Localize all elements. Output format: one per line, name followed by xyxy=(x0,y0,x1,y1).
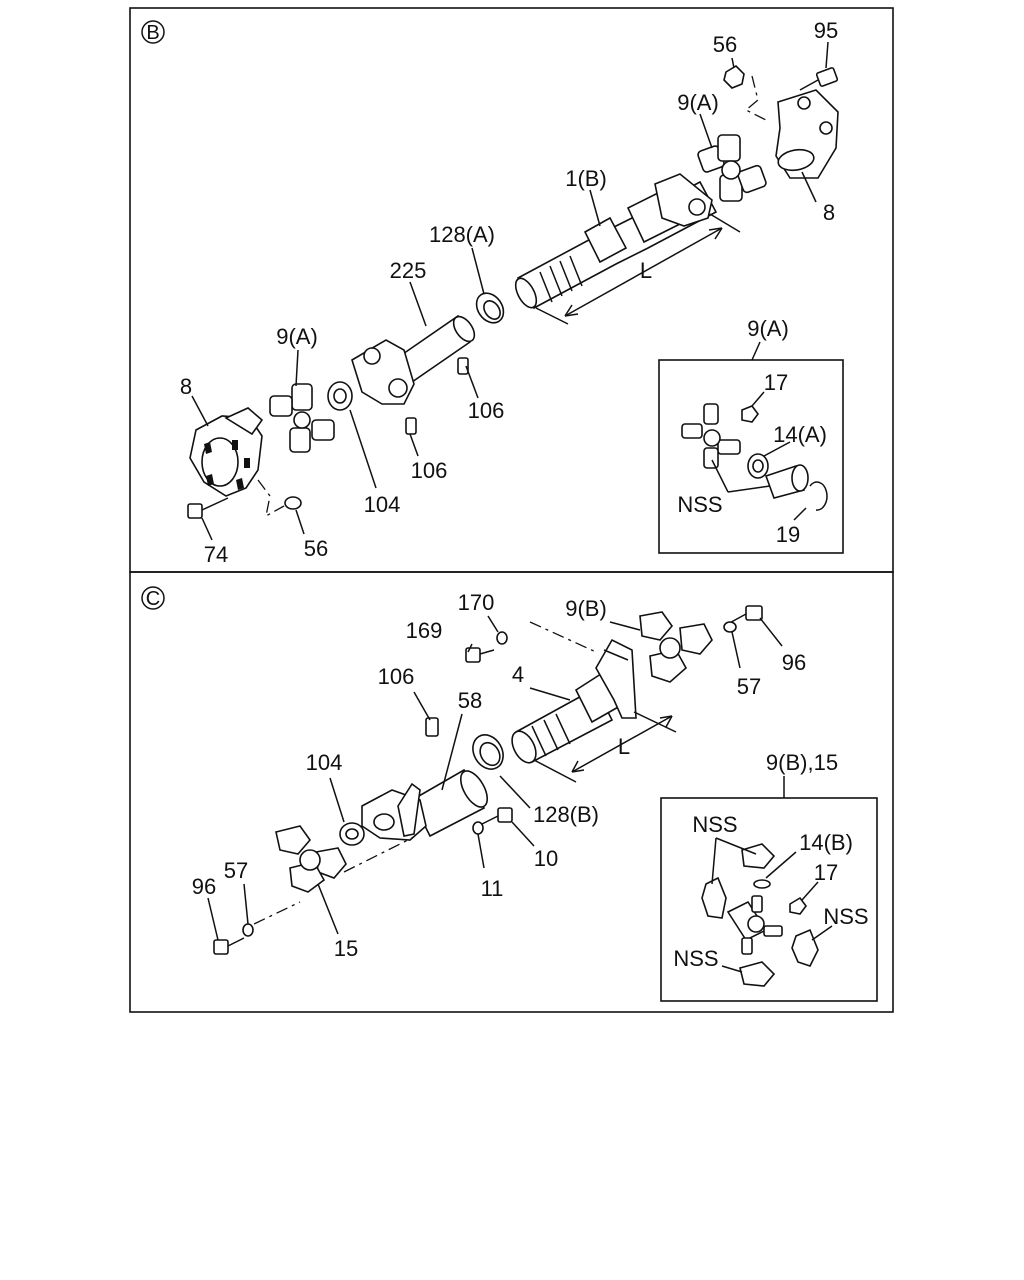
label-104-b: 104 xyxy=(364,492,401,517)
inset-cap-nss-right xyxy=(791,928,819,967)
label-nss-inset-c-top: NSS xyxy=(692,812,737,837)
label-106-lower: 106 xyxy=(411,458,448,483)
label-17-inset: 17 xyxy=(764,370,788,395)
bolt-96-bottom xyxy=(213,937,245,955)
inset-snap-ring-19 xyxy=(809,481,828,511)
label-l-c: L xyxy=(618,734,630,759)
flange-yoke-8-left xyxy=(189,407,264,497)
inset-fitting-17 xyxy=(741,405,759,423)
label-9a-top: 9(A) xyxy=(677,90,719,115)
label-96-top: 96 xyxy=(782,650,806,675)
inset-9a-frame xyxy=(658,359,844,554)
label-14b-inset: 14(B) xyxy=(799,830,853,855)
label-9a-left: 9(A) xyxy=(276,324,318,349)
bearing-cap-104-b xyxy=(327,381,353,411)
inset-seal-14a xyxy=(747,453,769,479)
label-56-bottom: 56 xyxy=(304,536,328,561)
inset-9a-cross xyxy=(681,403,741,469)
tube-shaft-1b xyxy=(514,173,718,310)
washer-57-top xyxy=(723,621,737,633)
label-57-bottom: 57 xyxy=(224,858,248,883)
dimension-l-b xyxy=(535,213,741,325)
label-8-top: 8 xyxy=(823,200,835,225)
section-b-marker-text: B xyxy=(146,22,159,44)
label-58: 58 xyxy=(458,688,482,713)
section-c-marker-text: C xyxy=(146,588,160,610)
label-96-bottom: 96 xyxy=(192,874,216,899)
label-106-c: 106 xyxy=(378,664,415,689)
washer-11 xyxy=(472,821,484,835)
inset-fitting-17-c xyxy=(789,896,807,915)
inset-cap-nss-top xyxy=(741,843,776,869)
slip-shaft-4 xyxy=(511,638,637,764)
label-15: 15 xyxy=(334,936,358,961)
bearing-cap-104-c xyxy=(339,822,365,846)
inset-bearing-cup xyxy=(764,464,809,499)
sleeve-yoke-225 xyxy=(351,314,476,405)
label-74: 74 xyxy=(204,542,228,567)
bolt-10 xyxy=(481,807,513,825)
label-170: 170 xyxy=(458,590,495,615)
label-225: 225 xyxy=(390,258,427,283)
label-10: 10 xyxy=(534,846,558,871)
seal-ring-128a xyxy=(475,292,505,324)
label-9b-top: 9(B) xyxy=(565,596,607,621)
inset-cap-nss-bottom xyxy=(739,961,776,987)
dimension-l-c xyxy=(533,711,677,783)
universal-joint-cross-9a-top xyxy=(697,134,767,202)
label-104-c: 104 xyxy=(306,750,343,775)
inset-cap-nss-left xyxy=(701,876,727,919)
nut-56-top xyxy=(723,64,745,89)
nut-56-bottom xyxy=(284,496,302,510)
label-19-inset: 19 xyxy=(776,522,800,547)
section-b-marker: B xyxy=(141,20,165,44)
bolt-74 xyxy=(187,497,229,519)
label-9a-inset: 9(A) xyxy=(747,316,789,341)
washer-170 xyxy=(496,631,508,645)
label-1b: 1(B) xyxy=(565,166,607,191)
universal-joint-cross-9b xyxy=(639,611,713,683)
label-14a-inset: 14(A) xyxy=(773,422,827,447)
inset-9b-cross xyxy=(726,895,783,955)
label-56-top: 56 xyxy=(713,32,737,57)
section-c-marker: C xyxy=(141,586,165,610)
grease-nipple-106-c xyxy=(425,717,439,737)
label-nss-inset-c-right: NSS xyxy=(823,904,868,929)
label-11: 11 xyxy=(481,876,504,901)
label-169: 169 xyxy=(406,618,443,643)
tube-58 xyxy=(361,768,489,841)
label-106-upper: 106 xyxy=(468,398,505,423)
label-l-b: L xyxy=(640,258,652,283)
seal-ring-128b xyxy=(472,734,504,770)
universal-joint-cross-9a-left xyxy=(269,383,335,453)
leader-lines xyxy=(191,41,833,973)
label-4: 4 xyxy=(512,662,524,687)
label-nss-inset-b: NSS xyxy=(677,492,722,517)
flange-yoke-8-top xyxy=(775,89,839,179)
inset-9b-frame xyxy=(660,797,878,1002)
grease-nipple-106-upper xyxy=(457,357,469,375)
label-128a: 128(A) xyxy=(429,222,495,247)
label-17-inset-c: 17 xyxy=(814,860,838,885)
label-8-left: 8 xyxy=(180,374,192,399)
universal-joint-cross-15 xyxy=(275,825,347,893)
grease-nipple-106-lower xyxy=(405,417,417,435)
bolt-169 xyxy=(465,647,495,663)
label-nss-inset-c-bottom: NSS xyxy=(673,946,718,971)
label-95: 95 xyxy=(814,18,838,43)
washer-57-bottom xyxy=(242,923,254,937)
label-9b-15-inset: 9(B),15 xyxy=(766,750,838,775)
label-57-top: 57 xyxy=(737,674,761,699)
section-c-frame xyxy=(129,571,894,1013)
label-128b: 128(B) xyxy=(533,802,599,827)
bolt-95-top xyxy=(799,67,839,91)
inset-seal-14b xyxy=(753,879,771,889)
